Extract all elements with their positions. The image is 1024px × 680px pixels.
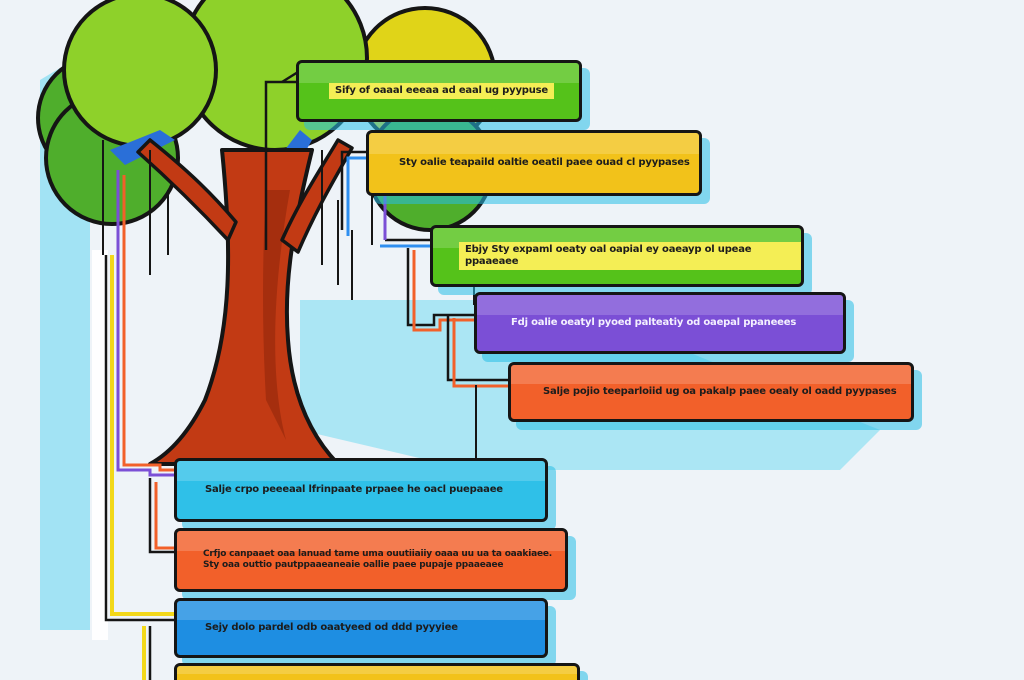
label-box-7: Crfjo canpaaet oaa lanuad tame uma ouuti… (174, 528, 568, 592)
label-box-8: Sejy dolo pardel odb oaatyeed od ddd pyy… (174, 598, 548, 658)
label-text-4: Fdj oalie oeatyl pyoed palteatiy od oaep… (511, 317, 797, 328)
connector-6 (116, 170, 176, 477)
label-text-3: Ebjy Sty expaml oeaty oal oapial ey oaea… (459, 242, 801, 270)
hanging-roots (102, 140, 475, 305)
connector-7-color (154, 482, 176, 550)
label-box-5: Salje pojio teeparloiid ug oa pakalp pae… (508, 362, 914, 422)
connector-5-color (452, 318, 510, 388)
label-box-3: Ebjy Sty expaml oeaty oal oapial ey oaea… (430, 225, 804, 287)
label-text-8: Sejy dolo pardel odb oaatyeed od ddd pyy… (205, 622, 458, 633)
trunk-highlight (263, 190, 290, 440)
branch-left (136, 138, 238, 242)
connector-6-color (122, 175, 176, 472)
branch-right (280, 138, 354, 254)
connector-8-color (110, 255, 176, 616)
label-box-2: Sty oalie teapaild oaltie oeatil paee ou… (366, 130, 702, 196)
label-text-1: Sify of oaaal eeeaa ad eaal ug pyypuse (329, 83, 554, 99)
label-text-5: Salje pojio teeparloiid ug oa pakalp pae… (543, 386, 897, 397)
connector-1b (281, 70, 299, 84)
connector-5 (446, 315, 510, 382)
backdrop-shadow-strip (92, 250, 108, 640)
connector-2 (340, 150, 370, 230)
label-box-1: Sify of oaaal eeeaa ad eaal ug pyypuse (296, 60, 582, 122)
label-box-9 (174, 663, 580, 680)
connector-1 (264, 80, 298, 250)
label-text-6: Salje crpo peeeaal lfrinpaate prpaee he … (205, 484, 503, 495)
label-box-6: Salje crpo peeeaal lfrinpaate prpaee he … (174, 458, 548, 522)
label-text-9 (177, 675, 189, 680)
connector-2-color (346, 156, 370, 236)
label-text-7: Crfjo canpaaet oaa lanuad tame uma ouuti… (203, 549, 552, 570)
label-box-4: Fdj oalie oeatyl pyoed palteatiy od oaep… (474, 292, 846, 354)
connector-7 (148, 478, 176, 554)
foliage-left (62, 0, 218, 148)
connector-8 (104, 255, 176, 622)
connector-4-color (412, 250, 476, 332)
label-text-2: Sty oalie teapaild oaltie oeatil paee ou… (399, 157, 690, 168)
